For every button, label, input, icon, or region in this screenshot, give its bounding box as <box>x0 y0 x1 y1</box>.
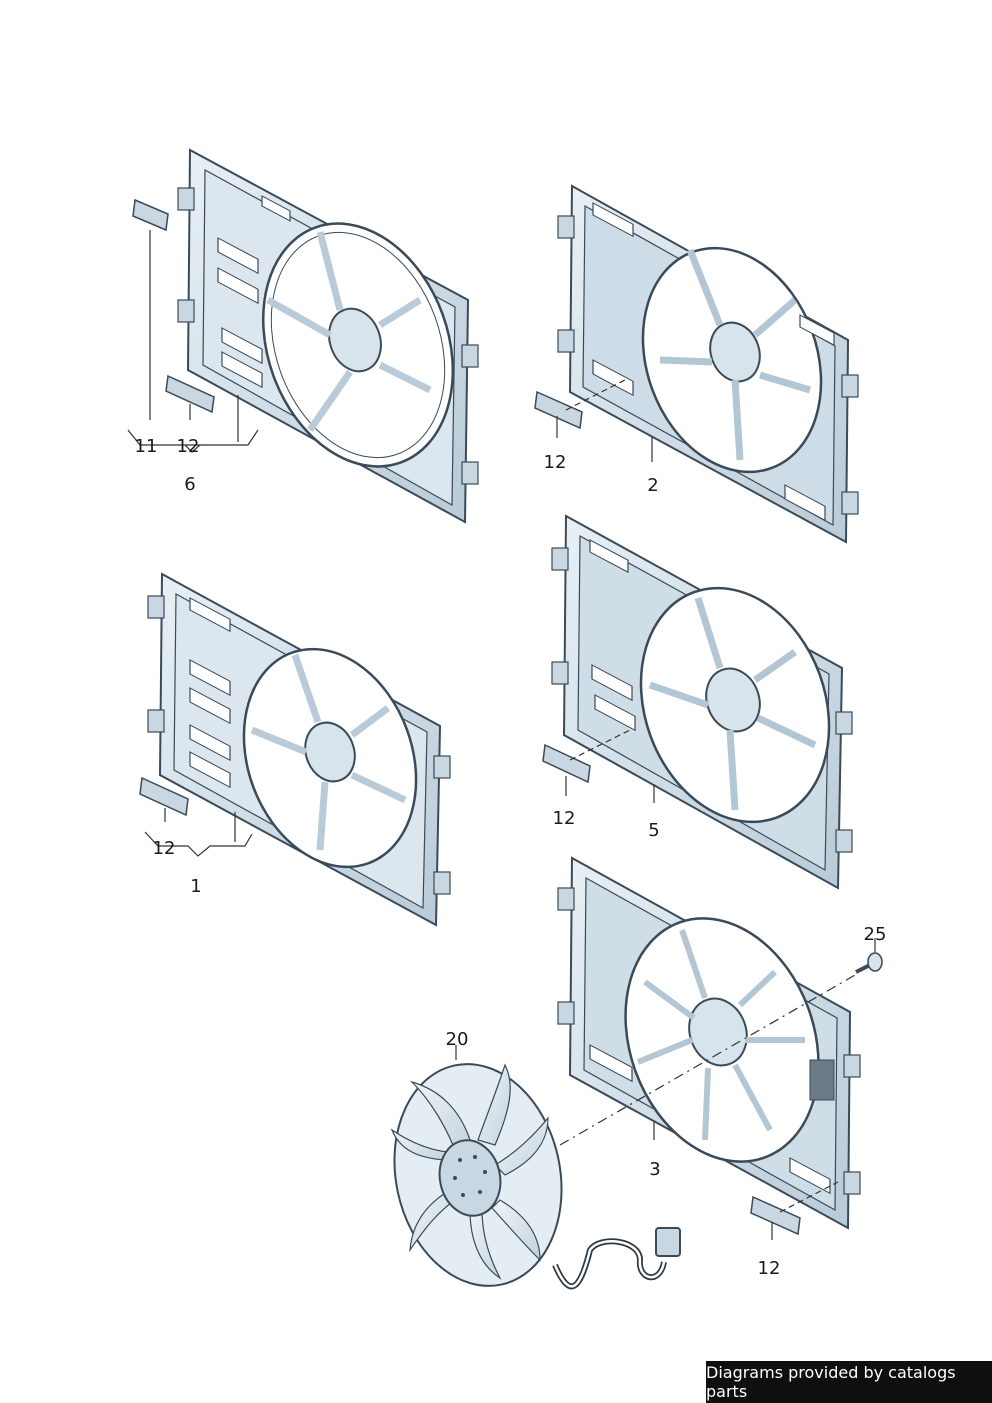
callout-25: 25 <box>864 924 887 945</box>
attribution-banner: Diagrams provided by catalogs parts <box>706 1361 992 1403</box>
callout-11: 11 <box>135 436 158 457</box>
callout-3: 3 <box>649 1159 660 1180</box>
callout-20: 20 <box>446 1029 469 1050</box>
callout-12-a: 12 <box>177 436 200 457</box>
seal-12-part-c <box>139 776 189 817</box>
seal-12-part-a <box>165 374 215 414</box>
leader-lines <box>127 230 876 1240</box>
fan-shroud-1 <box>147 572 451 927</box>
screw-25-part <box>855 952 883 974</box>
fan-shroud-3 <box>557 856 861 1230</box>
callout-12-b: 12 <box>544 452 567 473</box>
fan-shroud-5 <box>551 514 853 890</box>
callout-12-e: 12 <box>758 1258 781 1279</box>
fan-wheel-20 <box>390 1063 681 1290</box>
grommet-11-part <box>132 198 169 232</box>
callout-5: 5 <box>648 820 659 841</box>
seal-12-part-d <box>542 743 591 784</box>
seal-12-part-b <box>534 390 583 430</box>
callout-labels: 11 12 6 12 2 12 1 12 5 25 20 3 12 <box>135 436 887 1279</box>
callout-1: 1 <box>190 876 201 897</box>
fan-shroud-2 <box>557 184 859 544</box>
callout-6: 6 <box>184 474 195 495</box>
fan-shroud-6 <box>177 148 479 524</box>
callout-2: 2 <box>647 475 658 496</box>
seal-12-part-e <box>750 1195 801 1236</box>
callout-12-c: 12 <box>153 838 176 859</box>
attribution-text: Diagrams provided by catalogs parts <box>706 1363 956 1401</box>
callout-12-d: 12 <box>553 808 576 829</box>
